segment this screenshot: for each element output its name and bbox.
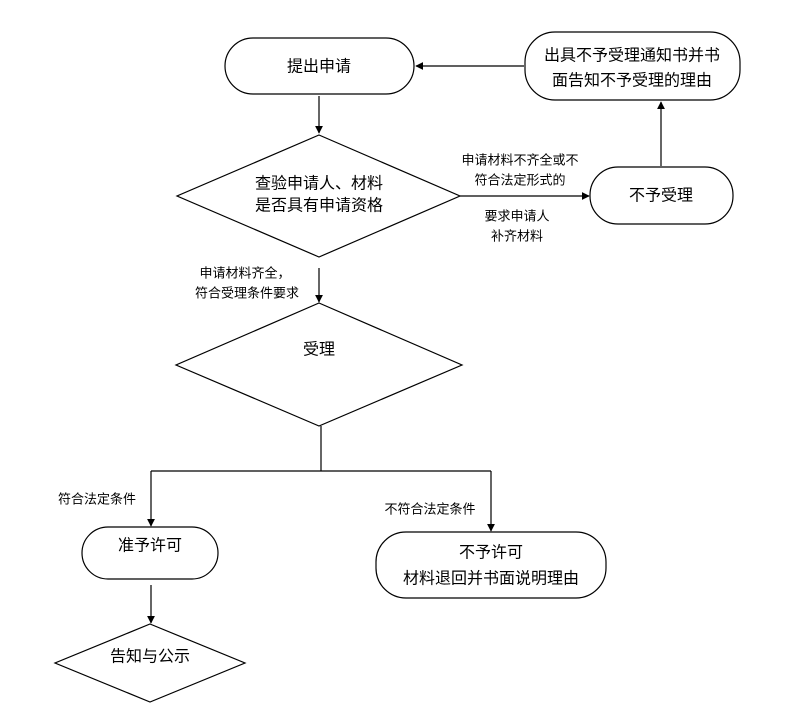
node-submit-label: 提出申请 bbox=[287, 57, 351, 76]
node-reject-accept-shape bbox=[589, 166, 734, 225]
node-check-label-2: 是否具有申请资格 bbox=[255, 196, 383, 215]
node-notice-shape bbox=[524, 31, 741, 101]
node-check-label-1: 查验申请人、材料 bbox=[255, 174, 383, 193]
node-deny-shape bbox=[375, 531, 607, 599]
edge-not-meets-label: 不符合法定条件 bbox=[384, 502, 475, 518]
node-reject-accept-label: 不予受理 bbox=[629, 186, 693, 205]
node-notice-label-2: 面告知不予受理的理由 bbox=[552, 71, 712, 90]
edge-incomplete-label-2: 符合法定形式的 bbox=[474, 173, 565, 189]
node-accept-label: 受理 bbox=[303, 340, 335, 359]
node-deny-label-2: 材料退回并书面说明理由 bbox=[403, 569, 579, 588]
node-accept-shape bbox=[174, 302, 464, 427]
edge-incomplete-label-1: 申请材料不齐全或不 bbox=[461, 153, 578, 169]
edge-complete-label-1: 申请材料齐全， bbox=[199, 266, 290, 282]
node-check-shape bbox=[175, 134, 462, 258]
node-deny-label-1: 不予许可 bbox=[459, 543, 523, 562]
edge-meets-label: 符合法定条件 bbox=[58, 492, 136, 508]
node-notice-label-1: 出具不予受理通知书并书 bbox=[544, 46, 720, 65]
node-approve-label: 准予许可 bbox=[118, 536, 182, 555]
node-submit-shape bbox=[224, 37, 415, 95]
edge-complete-label-2: 符合受理条件要求 bbox=[195, 286, 299, 302]
edge-supplement-label-2: 补齐材料 bbox=[491, 229, 543, 245]
node-publish-shape bbox=[53, 623, 247, 703]
node-approve-shape bbox=[81, 526, 219, 580]
node-publish-label: 告知与公示 bbox=[110, 647, 190, 666]
edge-supplement-label-1: 要求申请人 bbox=[484, 210, 549, 225]
